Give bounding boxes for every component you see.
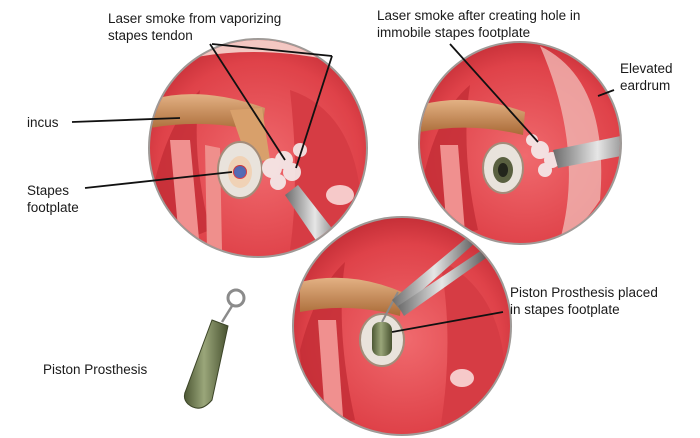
label-line: Laser smoke from vaporizing	[108, 11, 282, 26]
label-line: incus	[27, 115, 59, 130]
piston-prosthesis-illustration	[183, 288, 246, 409]
label-line: Laser smoke after creating hole in	[377, 8, 581, 23]
leader-piston-placed	[391, 311, 504, 333]
label-line: immobile stapes footplate	[377, 25, 531, 40]
leader-eardrum	[597, 89, 615, 97]
incus-bone	[300, 277, 402, 316]
leader-lines	[71, 43, 615, 333]
label-line: Piston Prosthesis	[43, 362, 148, 377]
label-line: Elevated	[620, 61, 673, 76]
leader-incus	[71, 117, 181, 123]
leader-laser-tendon-2	[295, 55, 333, 169]
label-line: eardrum	[620, 78, 671, 93]
leader-laser-tendon-1	[211, 43, 333, 57]
prosthesis-loop	[226, 288, 246, 308]
label-line: Stapes	[27, 183, 70, 198]
label-laser-smoke-tendon: Laser smoke from vaporizing stapes tendo…	[108, 10, 281, 44]
laser-probe	[553, 132, 620, 168]
label-line: stapes tendon	[108, 28, 193, 43]
label-piston-prosthesis: Piston Prosthesis	[43, 361, 147, 378]
view-laser-hole	[418, 41, 622, 245]
leader-laser-hole	[449, 43, 539, 143]
leader-stapes	[84, 171, 233, 189]
label-stapes-footplate: Stapes footplate	[27, 182, 79, 216]
label-laser-smoke-hole: Laser smoke after creating hole in immob…	[377, 7, 580, 41]
prosthesis-piston-body	[183, 319, 229, 409]
label-line: Piston Prosthesis placed	[510, 285, 658, 300]
leader-laser-tendon-3	[209, 43, 286, 161]
laser-smoke-cloud	[262, 143, 307, 190]
laser-smoke-cloud	[526, 134, 560, 177]
label-line: in stapes footplate	[510, 302, 620, 317]
view-piston-placed	[292, 216, 512, 436]
forceps-blade-upper	[392, 235, 476, 310]
label-elevated-eardrum: Elevated eardrum	[620, 60, 673, 94]
prosthesis-wire	[220, 305, 234, 323]
forceps-blade-lower	[398, 250, 486, 316]
label-line: footplate	[27, 200, 79, 215]
incus-bone	[420, 99, 525, 135]
placed-piston	[372, 322, 392, 356]
label-incus: incus	[27, 114, 59, 131]
laser-spot	[234, 166, 246, 178]
label-piston-placed: Piston Prosthesis placed in stapes footp…	[510, 284, 658, 318]
footplate-hole	[498, 163, 508, 177]
